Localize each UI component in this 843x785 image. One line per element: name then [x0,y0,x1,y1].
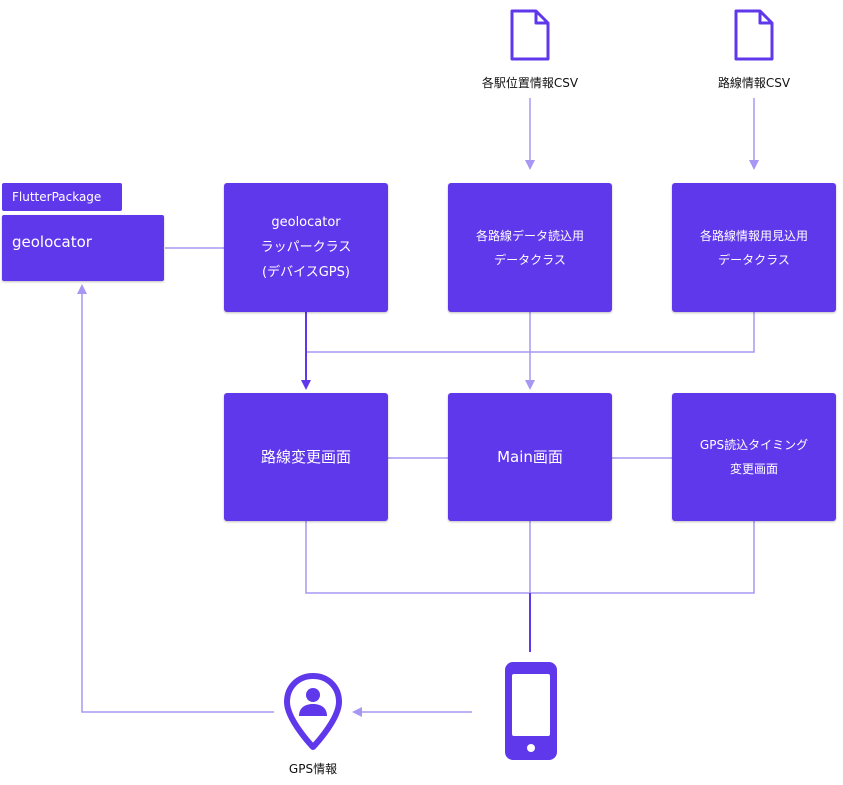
box-line: (デバイスGPS) [262,265,350,280]
location-person-icon [284,673,342,750]
box-line: 各路線データ読込用 [475,228,584,243]
gps-timing-screen-box: GPS読込タイミング 変更画面 [672,393,836,521]
box-line: データクラス [494,252,566,267]
box-line: データクラス [718,252,790,267]
box-line: ラッパークラス [260,240,352,255]
box-line: GPS読込タイミング [699,438,809,452]
box-line: 路線変更画面 [260,447,351,466]
gps-to-package-arrow [77,284,274,713]
station-position-csv-label: 各駅位置情報CSV [481,76,579,90]
box-line: Main画面 [497,447,563,466]
geolocator-package-box: geolocator [2,215,164,281]
document-icon [510,9,550,61]
box-line: 各路線情報用見込用 [699,228,808,243]
geolocator-wrapper-class-box: geolocator ラッパークラス (デバイスGPS) [224,183,388,312]
document-icon [734,9,774,61]
box-line: geolocator [271,215,341,230]
data-merge-line [306,312,755,353]
route-change-screen-box: 路線変更画面 [224,393,388,521]
box-line: 変更画面 [729,462,778,476]
line-info-csv-label: 路線情報CSV [717,76,791,90]
route-info-data-class-box: 各路線情報用見込用 データクラス [672,183,836,312]
route-data-loader-class-box: 各路線データ読込用 データクラス [448,183,612,312]
main-screen-box: Main画面 [448,393,612,521]
smartphone-icon [505,662,557,760]
gps-info-label: GPS情報 [288,762,338,776]
flutter-package-tag: FlutterPackage [2,183,122,211]
